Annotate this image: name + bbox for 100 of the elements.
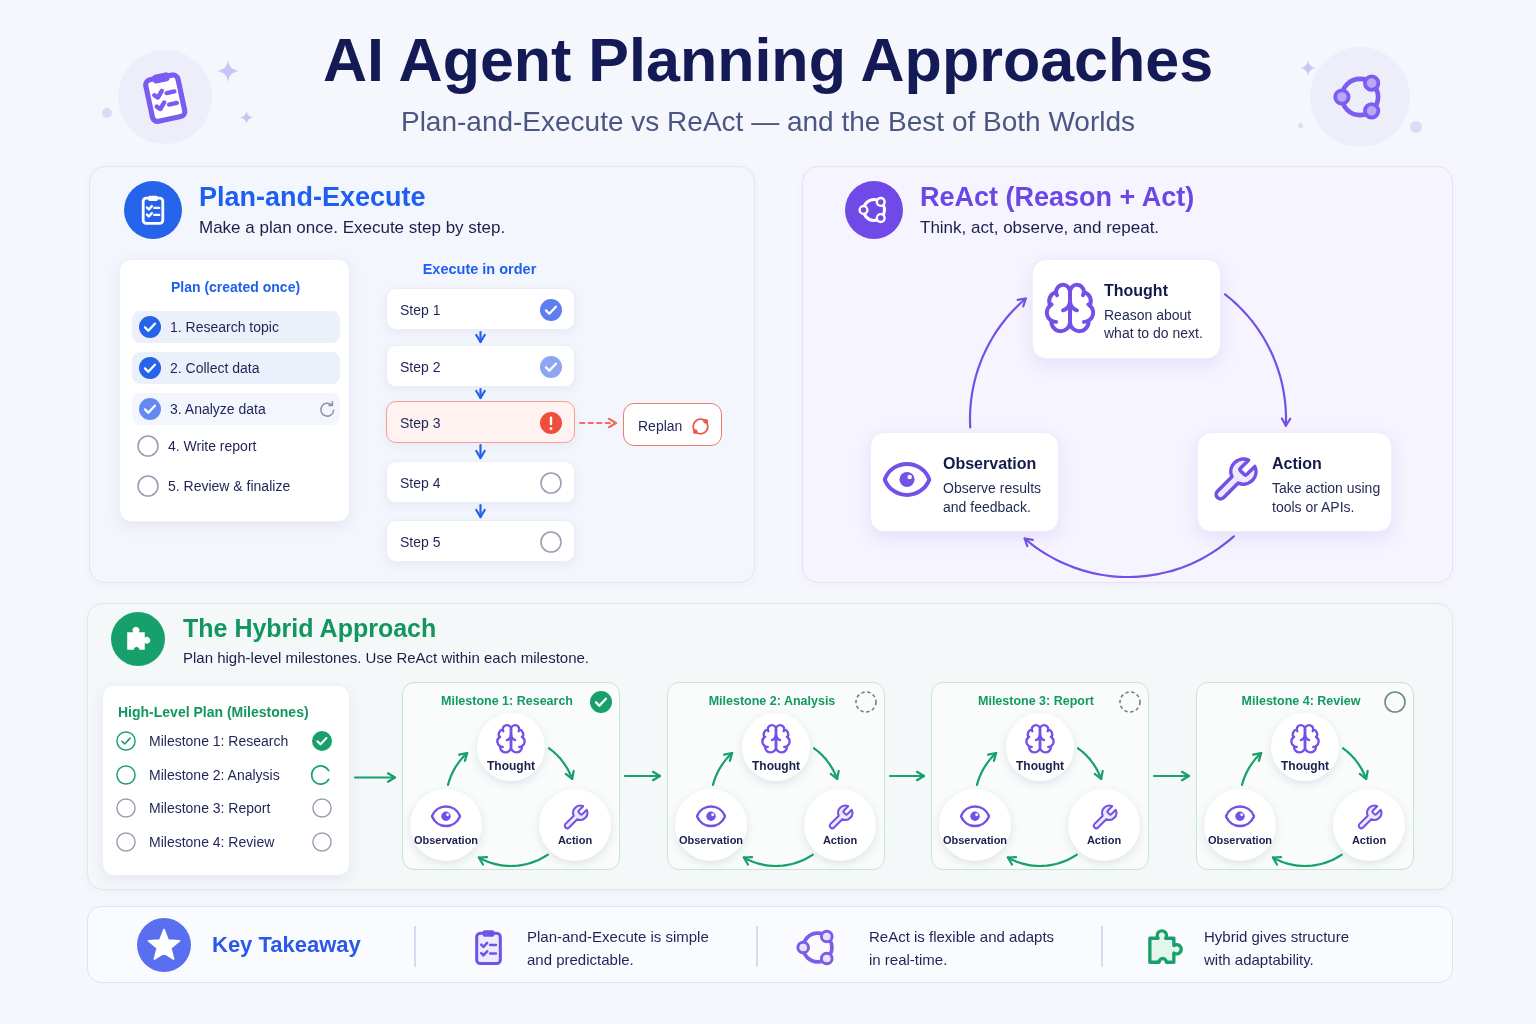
plan-row: [132, 393, 340, 425]
cycle-circle: [939, 789, 1011, 861]
card-description: Observe results and feedback.: [943, 478, 1043, 517]
cycle-step-label: Thought: [752, 758, 800, 774]
milestone-title: Milestone 3: Report: [978, 693, 1094, 709]
subtitle: Plan-and-Execute vs ReAct — and the Best of Both Worlds: [400, 104, 1136, 139]
cycle-circle: [1204, 789, 1276, 861]
curved-arrow: [1076, 747, 1104, 781]
arrow: [623, 770, 662, 782]
milestone-card: [1196, 682, 1414, 870]
arrow: [475, 443, 486, 460]
cycle-circle: [804, 789, 876, 861]
section-subtitle: Think, act, observe, and repeat.: [920, 216, 1160, 238]
cycle-step-label: Thought: [1016, 758, 1064, 774]
arrow: [475, 503, 486, 519]
milestone-card: [402, 682, 620, 870]
takeaway-heading: Key Takeaway: [212, 931, 361, 959]
section-subtitle: Make a plan once. Execute step by step.: [199, 216, 506, 238]
dashed-arrow: [579, 417, 618, 429]
milestone-title: Milestone 2: Analysis: [708, 693, 836, 709]
step-card: [386, 520, 575, 562]
arrow: [888, 770, 926, 782]
step-card: [386, 461, 575, 503]
title: AI Agent Planning Approaches: [322, 25, 1214, 96]
step-card: [386, 401, 575, 443]
curved-arrow: [1240, 751, 1263, 786]
cycle-step-label: Observation: [942, 833, 1008, 847]
milestone-item: Milestone 4: Review: [149, 833, 275, 851]
milestone-card: [667, 682, 885, 870]
curved-arrow: [711, 751, 734, 786]
cycle-circle: [675, 789, 747, 861]
card-description: Reason about what to do next.: [1104, 306, 1204, 342]
card-description: Take action using tools or APIs.: [1272, 478, 1382, 517]
plan-card: [102, 685, 350, 876]
curved-arrow: [1023, 535, 1235, 579]
plan-card: [119, 259, 350, 522]
card-title: Thought: [1104, 281, 1168, 301]
replan-label: Replan: [638, 417, 683, 435]
curved-arrow: [812, 747, 840, 781]
milestone-title: Milestone 4: Review: [1241, 693, 1361, 709]
replan-card: [623, 403, 722, 446]
curved-arrow: [1006, 853, 1078, 868]
cycle-circle: [539, 789, 611, 861]
cycle-step-label: Thought: [1281, 758, 1329, 774]
cycle-card: [870, 432, 1059, 532]
step-label: Step 1: [400, 301, 441, 319]
cycle-step-label: Observation: [1207, 833, 1273, 847]
arrow: [353, 772, 397, 783]
section-panel: [89, 166, 755, 583]
section-subtitle: Plan high-level milestones. Use ReAct within each milestone.: [183, 647, 590, 667]
section-title: ReAct (Reason + Act): [920, 181, 1195, 214]
cycle-circle: [742, 713, 810, 781]
arrow: [475, 330, 486, 344]
takeaway-banner: [87, 906, 1453, 983]
cycle-circle: [1068, 789, 1140, 861]
milestone-title: Milestone 1: Research: [441, 693, 573, 709]
card-heading: High-Level Plan (Milestones): [118, 703, 309, 721]
cycle-circle: [477, 713, 545, 781]
curved-arrow: [1223, 293, 1292, 427]
curved-arrow: [477, 853, 549, 868]
takeaway-text: Plan-and-Execute is simple and predictable.: [527, 926, 710, 970]
cycle-step-label: Thought: [487, 758, 535, 774]
section-title: Plan-and-Execute: [199, 181, 426, 214]
curved-arrow: [1271, 853, 1343, 868]
column-heading: Execute in order: [422, 260, 537, 278]
plan-item: 5. Review & finalize: [168, 477, 291, 495]
step-card: [386, 345, 575, 387]
cycle-step-label: Action: [822, 833, 858, 847]
card-title: Action: [1272, 454, 1322, 474]
step-label: Step 4: [400, 474, 441, 492]
section-panel: [87, 603, 1453, 890]
cycle-circle: [1271, 713, 1339, 781]
card-title: Observation: [943, 454, 1037, 474]
cycle-step-label: Action: [1351, 833, 1387, 847]
curved-arrow: [968, 297, 1027, 429]
plan-item: 1. Research topic: [170, 318, 279, 336]
card-heading: Plan (created once): [170, 278, 301, 296]
cycle-circle: [410, 789, 482, 861]
step-card: [386, 288, 575, 330]
plan-item: 3. Analyze data: [170, 400, 266, 418]
plan-row: [132, 311, 340, 343]
section-panel: [802, 166, 1453, 583]
cycle-step-label: Action: [557, 833, 593, 847]
plan-item: 2. Collect data: [170, 359, 260, 377]
plan-row: [132, 352, 340, 384]
curved-arrow: [1341, 747, 1369, 781]
milestone-card: [931, 682, 1149, 870]
cycle-card: [1197, 432, 1392, 532]
milestone-item: Milestone 3: Report: [149, 799, 271, 817]
takeaway-text: Hybrid gives structure with adaptability.: [1204, 926, 1351, 970]
takeaway-text: ReAct is flexible and adapts in real-time.: [869, 926, 1056, 970]
arrow: [1152, 770, 1191, 782]
curved-arrow: [547, 747, 575, 781]
cycle-step-label: Action: [1086, 833, 1122, 847]
step-label: Step 3: [400, 414, 441, 432]
cycle-circle: [1333, 789, 1405, 861]
milestone-item: Milestone 1: Research: [149, 732, 289, 750]
curved-arrow: [975, 751, 998, 786]
curved-arrow: [742, 853, 814, 868]
cycle-card: [1032, 259, 1221, 359]
